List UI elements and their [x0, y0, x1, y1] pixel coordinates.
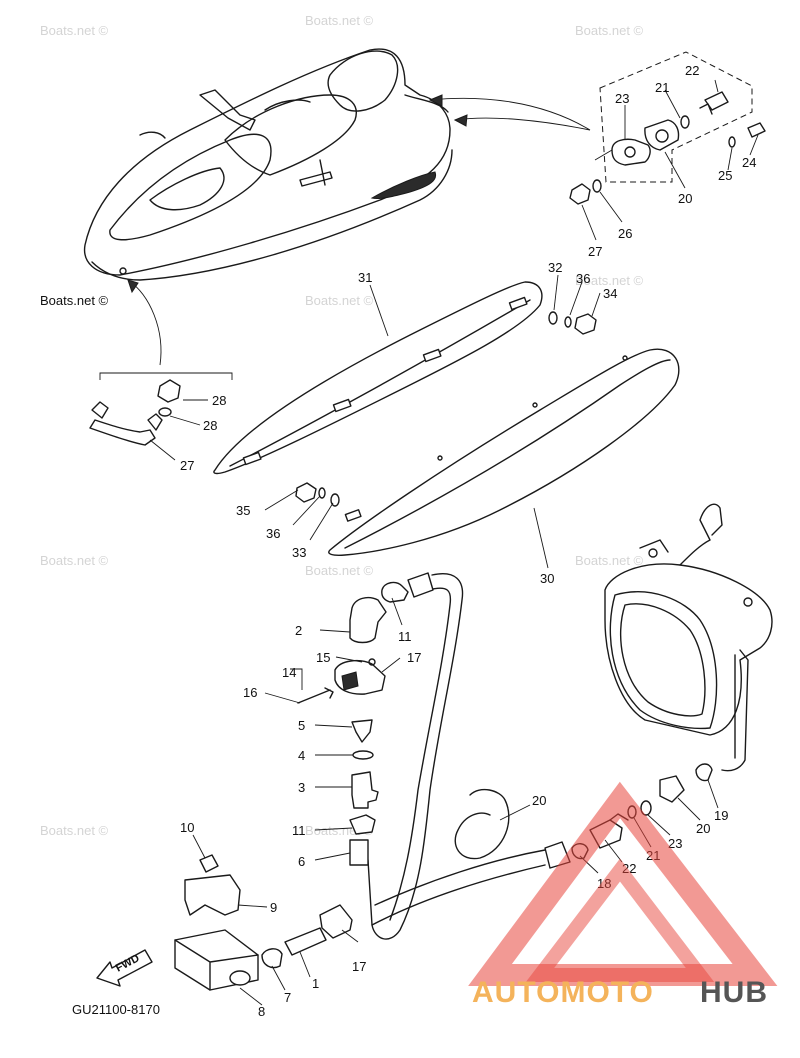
callout-14: 16 [243, 685, 257, 700]
watercraft-illustration [83, 48, 453, 281]
callout-3: 3 [298, 780, 305, 795]
watermark-dark: Boats.net © [40, 293, 109, 308]
watermark: Boats.net © [305, 563, 374, 578]
callout-11-upper: 11 [398, 629, 412, 644]
callout-28-lower: 26 [618, 226, 632, 241]
bracket-15 [334, 658, 386, 695]
hardware-middle [295, 482, 340, 507]
callout-6: 6 [298, 854, 305, 869]
callout-30: 27 [180, 458, 194, 473]
callout-35-upper: 32 [548, 260, 562, 275]
callout-16: 17 [352, 959, 366, 974]
box-8 [174, 929, 259, 991]
callout-24: 22 [685, 63, 699, 78]
callout-31: 28 [212, 393, 226, 408]
callout-27: 24 [742, 155, 756, 170]
callout-4: 4 [298, 748, 305, 763]
valve-5 [351, 719, 373, 743]
callout-22: 23 [668, 836, 682, 851]
callout-10: 10 [180, 820, 194, 835]
sponson-34 [213, 281, 543, 475]
watermark: Boats.net © [575, 273, 644, 288]
leader-lines [149, 79, 759, 1006]
callout-8: 8 [258, 1004, 265, 1019]
callout-34: 31 [358, 270, 372, 285]
watermark: Boats.net © [40, 23, 109, 38]
clamp-7 [261, 948, 283, 969]
callouts: 22 21 23 24 25 20 26 27 31 32 36 34 28 2… [180, 63, 756, 1019]
callout-35-middle: 33 [292, 545, 306, 560]
pin-14 [297, 687, 334, 704]
callout-11-lower: 11 [292, 823, 306, 838]
pipe-1 [284, 927, 327, 956]
pump-housing [604, 503, 773, 772]
callout-12: 14 [282, 665, 296, 680]
hose-6 [349, 839, 369, 866]
watermark: Boats.net © [305, 13, 374, 28]
diagram-code: GU21100-8170 [72, 1002, 160, 1017]
automotohub-logo: AUTOMOTO HUB [468, 781, 778, 1009]
callout-13: 15 [316, 650, 330, 665]
watermark: Boats.net © [575, 23, 644, 38]
hose-fitting-30 [89, 372, 233, 446]
watermark: Boats.net © [40, 553, 109, 568]
watermark: Boats.net © [575, 553, 644, 568]
watermark: Boats.net © [305, 293, 374, 308]
studs-34 [242, 296, 528, 466]
pointer-arrows [127, 94, 591, 366]
clamp-11-upper [381, 581, 409, 603]
callout-5: 5 [298, 718, 305, 733]
callout-36-upper: 34 [603, 286, 617, 301]
brand-left: AUTOMOTO [472, 976, 654, 1009]
fwd-arrow-icon: FWD [96, 949, 153, 987]
callout-29: 27 [588, 244, 602, 259]
oring-4 [352, 750, 374, 760]
fitting-3 [351, 771, 379, 809]
callout-18: 20 [532, 793, 546, 808]
clamp-11-lower [349, 814, 376, 835]
callout-25: 21 [655, 80, 669, 95]
callout-17-upper: 19 [714, 808, 728, 823]
brand-right: HUB [700, 976, 768, 1009]
callout-7: 7 [284, 990, 291, 1005]
callout-37-middle: 36 [266, 526, 280, 541]
bracket-9 [184, 874, 241, 916]
callout-23: 20 [678, 191, 692, 206]
callout-1: 1 [312, 976, 319, 991]
connector-16 [319, 904, 353, 939]
sponson-33 [328, 348, 680, 556]
callout-19: 20 [696, 821, 710, 836]
callout-2: 2 [295, 623, 302, 638]
screw-10 [199, 854, 219, 873]
callout-37-upper: 36 [576, 271, 590, 286]
strap-18 [454, 788, 510, 860]
callout-36-middle: 35 [236, 503, 250, 518]
assembly-23 [569, 51, 766, 205]
callout-32: 28 [203, 418, 217, 433]
callout-33: 30 [540, 571, 554, 586]
callout-28-upper: 25 [718, 168, 732, 183]
hardware-upper [548, 311, 597, 335]
elbow-2 [349, 596, 387, 644]
callout-9: 9 [270, 900, 277, 915]
callout-15: 17 [407, 650, 421, 665]
callout-26: 23 [615, 91, 629, 106]
hose-main [367, 572, 571, 940]
watermark: Boats.net © [40, 823, 109, 838]
